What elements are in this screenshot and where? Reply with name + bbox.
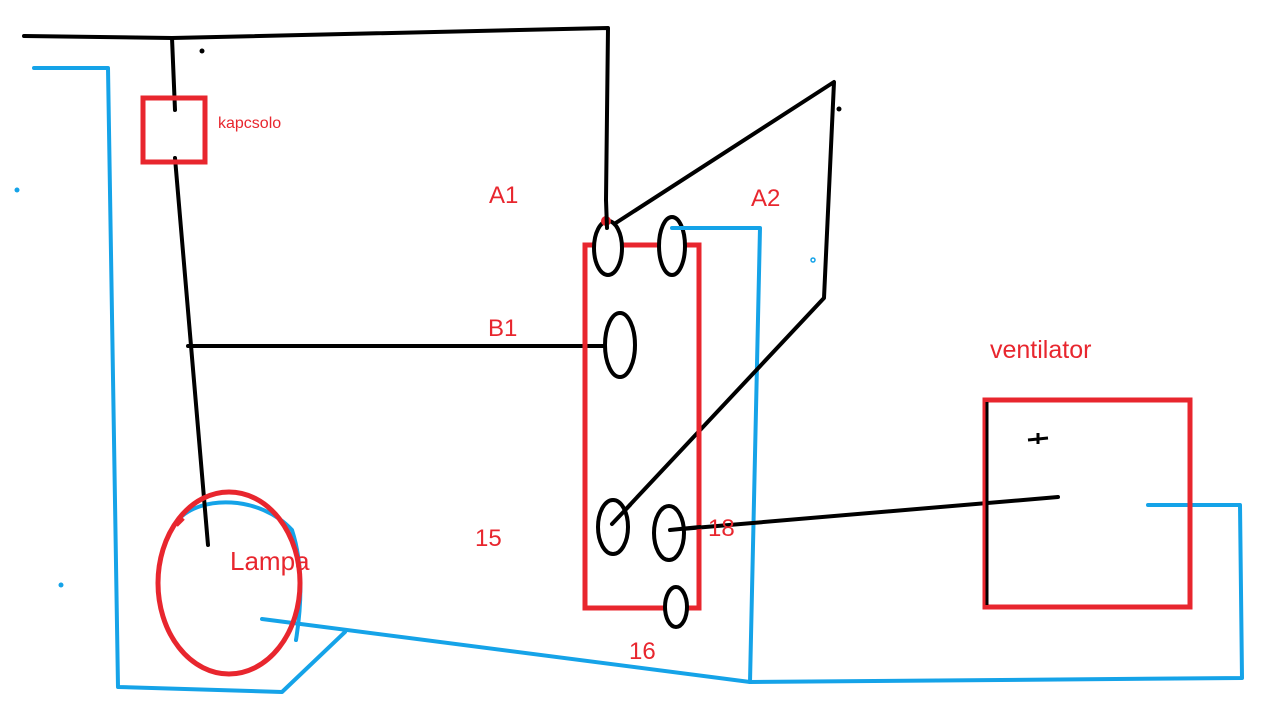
black-wire-top-feed <box>22 26 610 202</box>
label-16: 16 <box>629 638 656 665</box>
lamp-outline-tick <box>174 516 185 527</box>
blue-dot <box>810 257 816 263</box>
label-18: 18 <box>708 515 735 542</box>
black-wire-15-entry <box>610 503 632 526</box>
terminal-18 <box>652 504 686 562</box>
label-b1: B1 <box>488 315 517 342</box>
terminal-16 <box>663 585 689 629</box>
fan-label: ventilator <box>990 336 1091 364</box>
switch-box <box>140 95 208 165</box>
black-mark <box>1027 433 1049 444</box>
lamp-outline <box>155 489 303 677</box>
relay-body <box>582 242 702 611</box>
black-wire-a1-entry <box>604 198 609 230</box>
black-wire-switch-to-lamp <box>173 156 210 547</box>
fan-box <box>982 397 1193 610</box>
lamp-label: Lampa <box>230 546 310 576</box>
black-wires <box>22 26 1060 547</box>
blue-wire-lamp-to-bottom <box>260 617 752 684</box>
terminal-a2 <box>657 215 687 277</box>
blue-dot <box>14 187 20 193</box>
black-wire-18-to-fan <box>668 495 1060 532</box>
switch-label: kapcsolo <box>218 115 281 132</box>
label-a2: A2 <box>751 185 780 212</box>
blue-dot <box>58 582 64 588</box>
black-dot <box>836 106 842 112</box>
terminal-b1 <box>603 311 637 379</box>
blue-wire-left-loop <box>32 66 347 694</box>
black-dot <box>199 48 205 54</box>
black-wire-18-entry <box>668 525 702 532</box>
black-wire-a1-to-15 <box>606 80 836 526</box>
blue-wire-a2-return <box>670 226 1244 684</box>
label-a1: A1 <box>489 182 518 209</box>
label-15: 15 <box>475 525 502 552</box>
terminal-15 <box>596 498 630 556</box>
